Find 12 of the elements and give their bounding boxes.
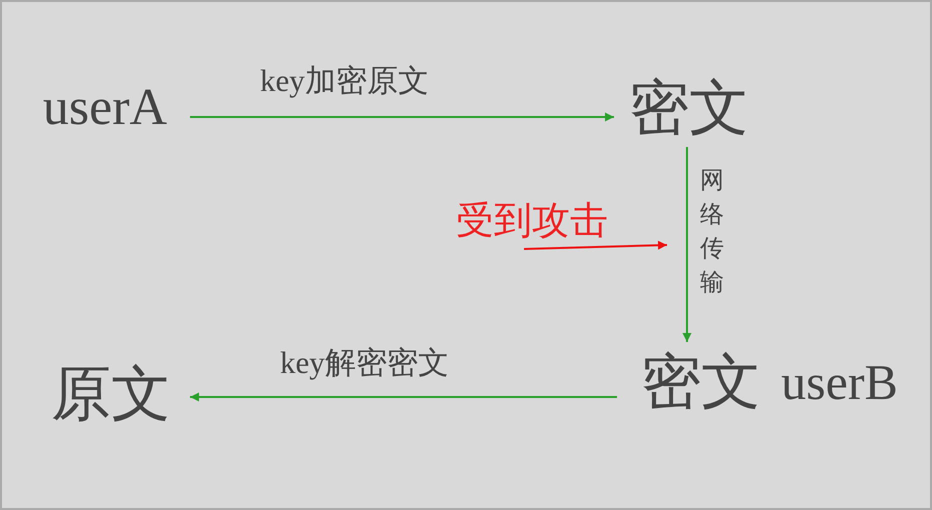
- node-label: userA: [42, 78, 168, 136]
- arrow: [190, 112, 614, 122]
- node-label: 密文: [641, 348, 762, 416]
- arrow: [524, 240, 668, 250]
- arrow: [190, 392, 617, 402]
- edge-label: key解密密文: [280, 344, 449, 382]
- arrow: [682, 147, 692, 342]
- node-label: 受到攻击: [456, 199, 608, 244]
- edge-label: key加密原文: [260, 62, 429, 100]
- node-label: 密文: [629, 74, 749, 143]
- user-label: userB: [781, 353, 898, 411]
- node-label: 原文: [51, 360, 171, 429]
